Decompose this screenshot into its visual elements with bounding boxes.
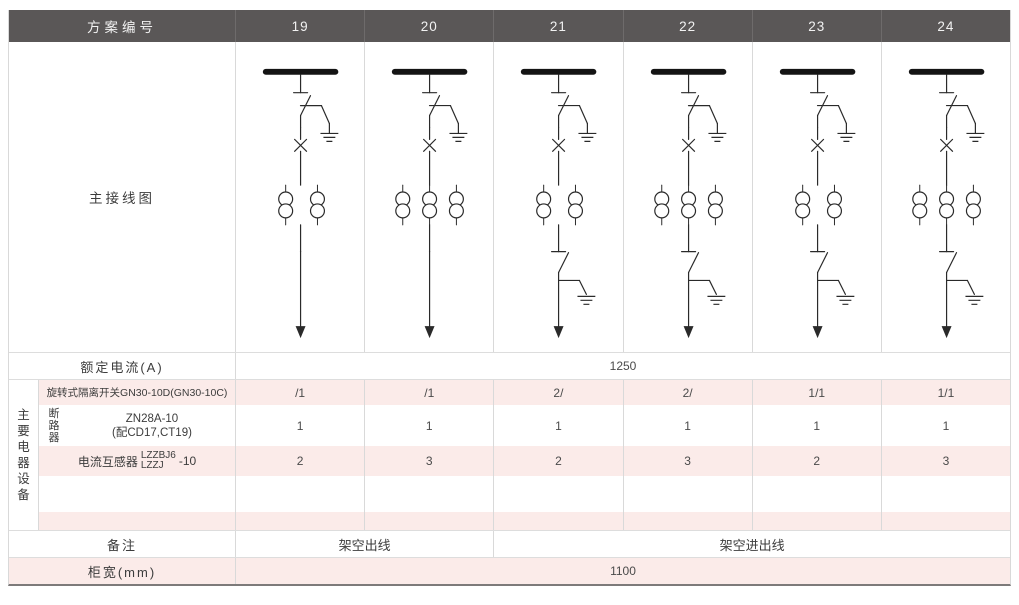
scheme-number: 21 — [493, 10, 622, 42]
value-cell: 3 — [880, 446, 1010, 476]
scheme-number: 22 — [622, 10, 752, 42]
switch-row-label: 旋转式隔离开关GN30-10D(GN30-10C) — [39, 380, 235, 405]
wiring-diagram — [880, 42, 1010, 352]
breaker-label: 断 路 器 — [48, 407, 60, 444]
value-cell: 1 — [880, 405, 1010, 446]
value-cell: 3 — [622, 446, 752, 476]
wiring-diagram — [622, 42, 752, 352]
value-cell: 1 — [622, 405, 752, 446]
scheme-number: 19 — [235, 10, 364, 42]
wiring-diagram — [364, 42, 493, 352]
value-cell: 1 — [493, 405, 623, 446]
value-cell: 1 — [235, 405, 365, 446]
wiring-diagram — [235, 42, 364, 352]
equipment-block: 主 要 电 器 设 备 旋转式隔离开关GN30-10D(GN30-10C) /1… — [9, 379, 1010, 530]
ct-row-label: 电流互感器 LZZBJ6 LZZJ -10 — [39, 446, 235, 476]
rated-current-row: 额定电流(A) 1250 — [9, 352, 1010, 379]
value-cell: 1/1 — [880, 380, 1010, 405]
value-cell: 1 — [364, 405, 494, 446]
value-cell: /1 — [364, 380, 494, 405]
scheme-number-label: 方案编号 — [87, 20, 157, 35]
remark-value-right: 架空进出线 — [493, 531, 1010, 557]
value-cell: 2 — [235, 446, 365, 476]
ct-label: 电流互感器 — [77, 454, 138, 469]
remark-value-left: 架空出线 — [235, 531, 493, 557]
cabinet-width-label: 柜宽(mm) — [87, 564, 157, 580]
ct-model-fraction: LZZBJ6 LZZJ — [140, 450, 176, 471]
scheme-number: 20 — [364, 10, 493, 42]
diagram-row: 主接线图 — [9, 42, 1010, 352]
wiring-diagram — [493, 42, 622, 352]
spec-table: 方案编号 19 20 21 22 23 24 主接线图 额定电流(A) 1250… — [8, 10, 1011, 586]
value-cell: 2/ — [622, 380, 752, 405]
value-cell: 2/ — [493, 380, 623, 405]
value-cell: 2 — [493, 446, 623, 476]
breaker-model: ZN28A-10 (配CD17,CT19) — [112, 412, 192, 439]
header-row: 方案编号 19 20 21 22 23 24 — [9, 10, 1010, 42]
scheme-number: 23 — [751, 10, 881, 42]
value-cell: 2 — [751, 446, 881, 476]
value-cell: 1 — [751, 405, 881, 446]
rated-current-label: 额定电流(A) — [80, 359, 164, 375]
value-cell: 3 — [364, 446, 494, 476]
ct-model-suffix: -10 — [178, 454, 197, 468]
wiring-diagram — [751, 42, 881, 352]
cabinet-width-value: 1100 — [235, 558, 1010, 584]
scheme-number: 24 — [880, 10, 1010, 42]
remark-label: 备注 — [106, 537, 137, 553]
cabinet-width-row: 柜宽(mm) 1100 — [9, 557, 1010, 584]
remark-row: 备注 架空出线 架空进出线 — [9, 530, 1010, 557]
equipment-group-label: 主 要 电 器 设 备 — [9, 380, 39, 530]
diagram-row-label: 主接线图 — [89, 191, 155, 206]
value-cell: /1 — [235, 380, 365, 405]
rated-current-value: 1250 — [235, 353, 1010, 379]
value-cell: 1/1 — [751, 380, 881, 405]
breaker-row-label: 断 路 器 ZN28A-10 (配CD17,CT19) — [39, 405, 235, 446]
